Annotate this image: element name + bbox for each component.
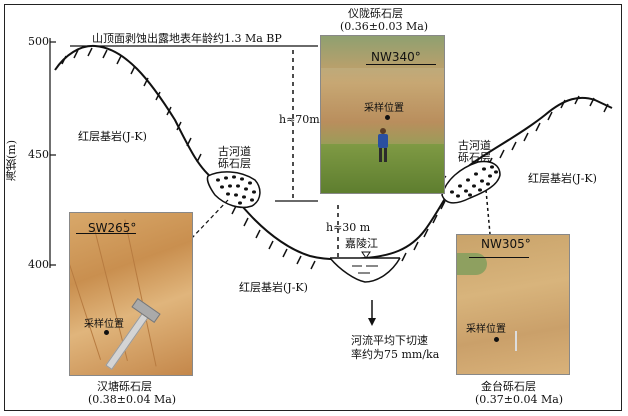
jintai-sample-label: 采样位置: [466, 324, 506, 335]
incision-rate-line2: 率约为75 mm/ka: [351, 348, 440, 361]
h70-label: h≈70m: [279, 113, 320, 126]
person-leg-left: [379, 148, 382, 162]
right-gravel-dots: [450, 165, 498, 198]
person-head: [380, 128, 386, 134]
bedrock-right-label: 红层基岩(J-K): [528, 172, 597, 185]
river-channel: [329, 257, 401, 283]
right-terrace-label-line1: 古河道: [458, 139, 491, 152]
rock-texture: [70, 236, 102, 360]
figure-frame: [4, 4, 622, 411]
hammer-mark: [515, 331, 517, 351]
bedrock-left-label: 红层基岩(J-K): [78, 130, 147, 143]
yilong-sample-label: 采样位置: [364, 103, 404, 114]
incision-rate-line1: 河流平均下切速: [351, 334, 428, 347]
orientation-line: [366, 64, 436, 65]
jintai-title: 金台砾石层: [481, 380, 536, 393]
sample-dot: [385, 115, 390, 120]
hantang-photo: [69, 212, 193, 376]
left-terrace-label-line2: 砾石层: [218, 157, 251, 170]
left-gravel-dots: [216, 175, 256, 205]
hantang-sample-label: 采样位置: [84, 319, 124, 330]
y-axis-label: 海拔(m): [5, 140, 18, 182]
hantang-orientation: SW265°: [88, 221, 137, 235]
sample-dot: [104, 330, 109, 335]
hantang-age: (0.38±0.04 Ma): [88, 393, 177, 406]
bedrock-bottom-label: 红层基岩(J-K): [239, 281, 308, 294]
y-tick-label-500: 500: [28, 35, 49, 48]
vegetation-top: [321, 36, 444, 68]
summit-age-label: 山顶面剥蚀出露地表年龄约1.3 Ma BP: [92, 32, 282, 45]
orientation-line: [469, 257, 529, 258]
jintai-age: (0.37±0.04 Ma): [475, 393, 564, 406]
vegetation-patch: [457, 253, 487, 275]
right-photo-leader: [485, 189, 491, 235]
yilong-orientation: NW340°: [371, 50, 421, 64]
jintai-photo: [456, 234, 570, 375]
yilong-age: (0.36±0.03 Ma): [340, 20, 429, 33]
left-terrace-label-line1: 古河道: [218, 145, 251, 158]
right-gravel-lens: [441, 160, 501, 204]
water-level-marker: [361, 251, 371, 259]
h30-label: h≈30 m: [326, 221, 371, 234]
river-label: 嘉陵江: [345, 237, 378, 250]
jintai-orientation: NW305°: [481, 237, 531, 251]
left-gravel-lens: [206, 171, 261, 209]
y-tick-label-450: 450: [28, 148, 49, 161]
left-photo-leader: [189, 199, 229, 241]
grass-bottom: [321, 144, 444, 193]
hantang-title: 汉塘砾石层: [97, 380, 152, 393]
person-leg-right: [384, 148, 387, 162]
y-tick-label-400: 400: [28, 258, 49, 271]
orientation-line: [76, 233, 136, 234]
valley-profile: [54, 44, 613, 261]
sample-dot: [494, 337, 499, 342]
incision-arrowhead: [368, 318, 376, 326]
right-terrace-label-line2: 砾石层: [458, 151, 491, 164]
bedrock-hachures: [61, 47, 609, 270]
yilong-photo: [320, 35, 445, 194]
yilong-title: 仪陇砾石层: [348, 7, 403, 20]
person-shirt: [378, 134, 388, 148]
